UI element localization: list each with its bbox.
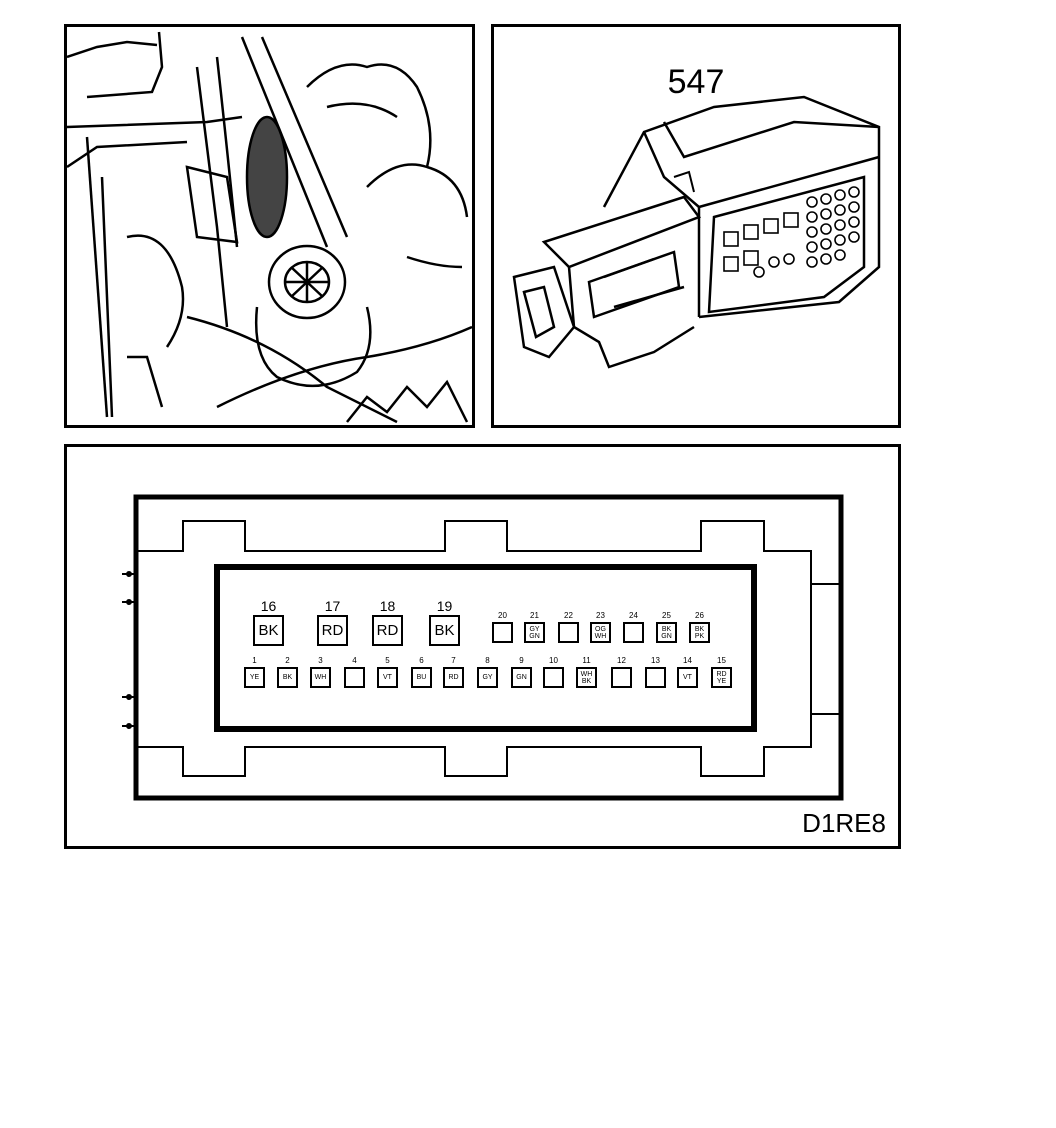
- pin-14-wire-color: VT: [677, 667, 698, 688]
- pin-number-2: 2: [285, 656, 290, 665]
- pin-17-wire-color: RD: [317, 615, 348, 646]
- location-illustration-panel: [64, 24, 475, 428]
- pin-number-13: 13: [651, 656, 660, 665]
- pin-2-wire-color: BK: [277, 667, 298, 688]
- pin-number-15: 15: [717, 656, 726, 665]
- connector-id-label: 547: [667, 63, 725, 101]
- pin-4-wire-color: [344, 667, 365, 688]
- diagram-code-label: D1RE8: [802, 808, 886, 838]
- pin-number-26: 26: [695, 611, 704, 620]
- pin-7-wire-color: RD: [443, 667, 464, 688]
- pin-number-19: 19: [436, 598, 453, 614]
- pin-number-12: 12: [617, 656, 626, 665]
- pin-18-wire-color: RD: [372, 615, 403, 646]
- pin-number-11: 11: [582, 656, 591, 665]
- connector-3d-illustration: [512, 95, 881, 369]
- pin-3-wire-color: WH: [310, 667, 331, 688]
- pin-number-25: 25: [662, 611, 671, 620]
- pin-number-14: 14: [683, 656, 692, 665]
- pin-22-wire-color: [558, 622, 579, 643]
- pin-number-5: 5: [385, 656, 390, 665]
- pin-24-wire-color: [623, 622, 644, 643]
- pin-number-6: 6: [419, 656, 424, 665]
- pin-number-21: 21: [530, 611, 539, 620]
- pin-12-wire-color: [611, 667, 632, 688]
- pin-number-8: 8: [485, 656, 490, 665]
- pin-number-1: 1: [252, 656, 257, 665]
- pin-20-wire-color: [492, 622, 513, 643]
- pin-number-24: 24: [629, 611, 638, 620]
- pin-number-9: 9: [519, 656, 524, 665]
- pin-5-wire-color: VT: [377, 667, 398, 688]
- pin-number-4: 4: [352, 656, 357, 665]
- pin-6-wire-color: BU: [411, 667, 432, 688]
- pin-number-18: 18: [379, 598, 396, 614]
- pin-number-16: 16: [260, 598, 277, 614]
- pin-number-23: 23: [596, 611, 605, 620]
- pin-number-17: 17: [324, 598, 341, 614]
- pin-16-wire-color: BK: [253, 615, 284, 646]
- connector-face-outline: [122, 494, 844, 801]
- connector-illustration-panel: 547: [491, 24, 901, 428]
- pin-8-wire-color: GY: [477, 667, 498, 688]
- engine-bay-illustration: [67, 31, 472, 424]
- pin-number-22: 22: [564, 611, 573, 620]
- pin-9-wire-color: GN: [511, 667, 532, 688]
- pin-1-wire-color: YE: [244, 667, 265, 688]
- pin-number-3: 3: [318, 656, 323, 665]
- pin-number-7: 7: [451, 656, 456, 665]
- pin-number-20: 20: [498, 611, 507, 620]
- pin-number-10: 10: [549, 656, 558, 665]
- pin-13-wire-color: [645, 667, 666, 688]
- pin-19-wire-color: BK: [429, 615, 460, 646]
- pin-10-wire-color: [543, 667, 564, 688]
